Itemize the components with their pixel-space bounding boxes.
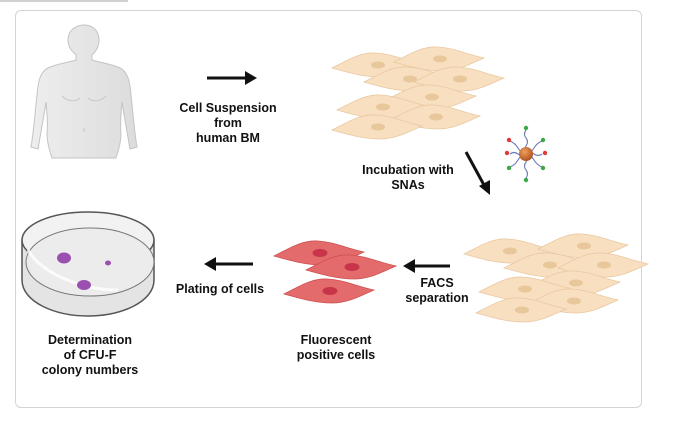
top-edge-line [0,0,128,2]
arrow-down-right-icon [464,151,490,195]
human-body-icon [30,24,138,159]
cell-cluster-right [463,233,649,323]
arrow-right-icon [207,71,257,85]
label-incubation: Incubation with SNAs [362,163,454,192]
arrow-left-icon [204,257,253,271]
fluorescent-cell-cluster [273,240,397,304]
label-plating-of-cells: Plating of cells [175,282,265,296]
arrow-left-icon [403,259,450,273]
label-determination-cfu-f: Determination of CFU-F colony numbers [41,333,139,377]
petri-dish-icon [21,211,155,317]
label-cell-suspension: Cell Suspension from human BM [179,101,277,145]
label-fluorescent-positive-cells: Fluorescent positive cells [296,333,376,362]
label-facs-separation: FACS separation [405,276,469,305]
cell-cluster-top [331,46,505,140]
nanoparticle-icon [504,125,548,183]
